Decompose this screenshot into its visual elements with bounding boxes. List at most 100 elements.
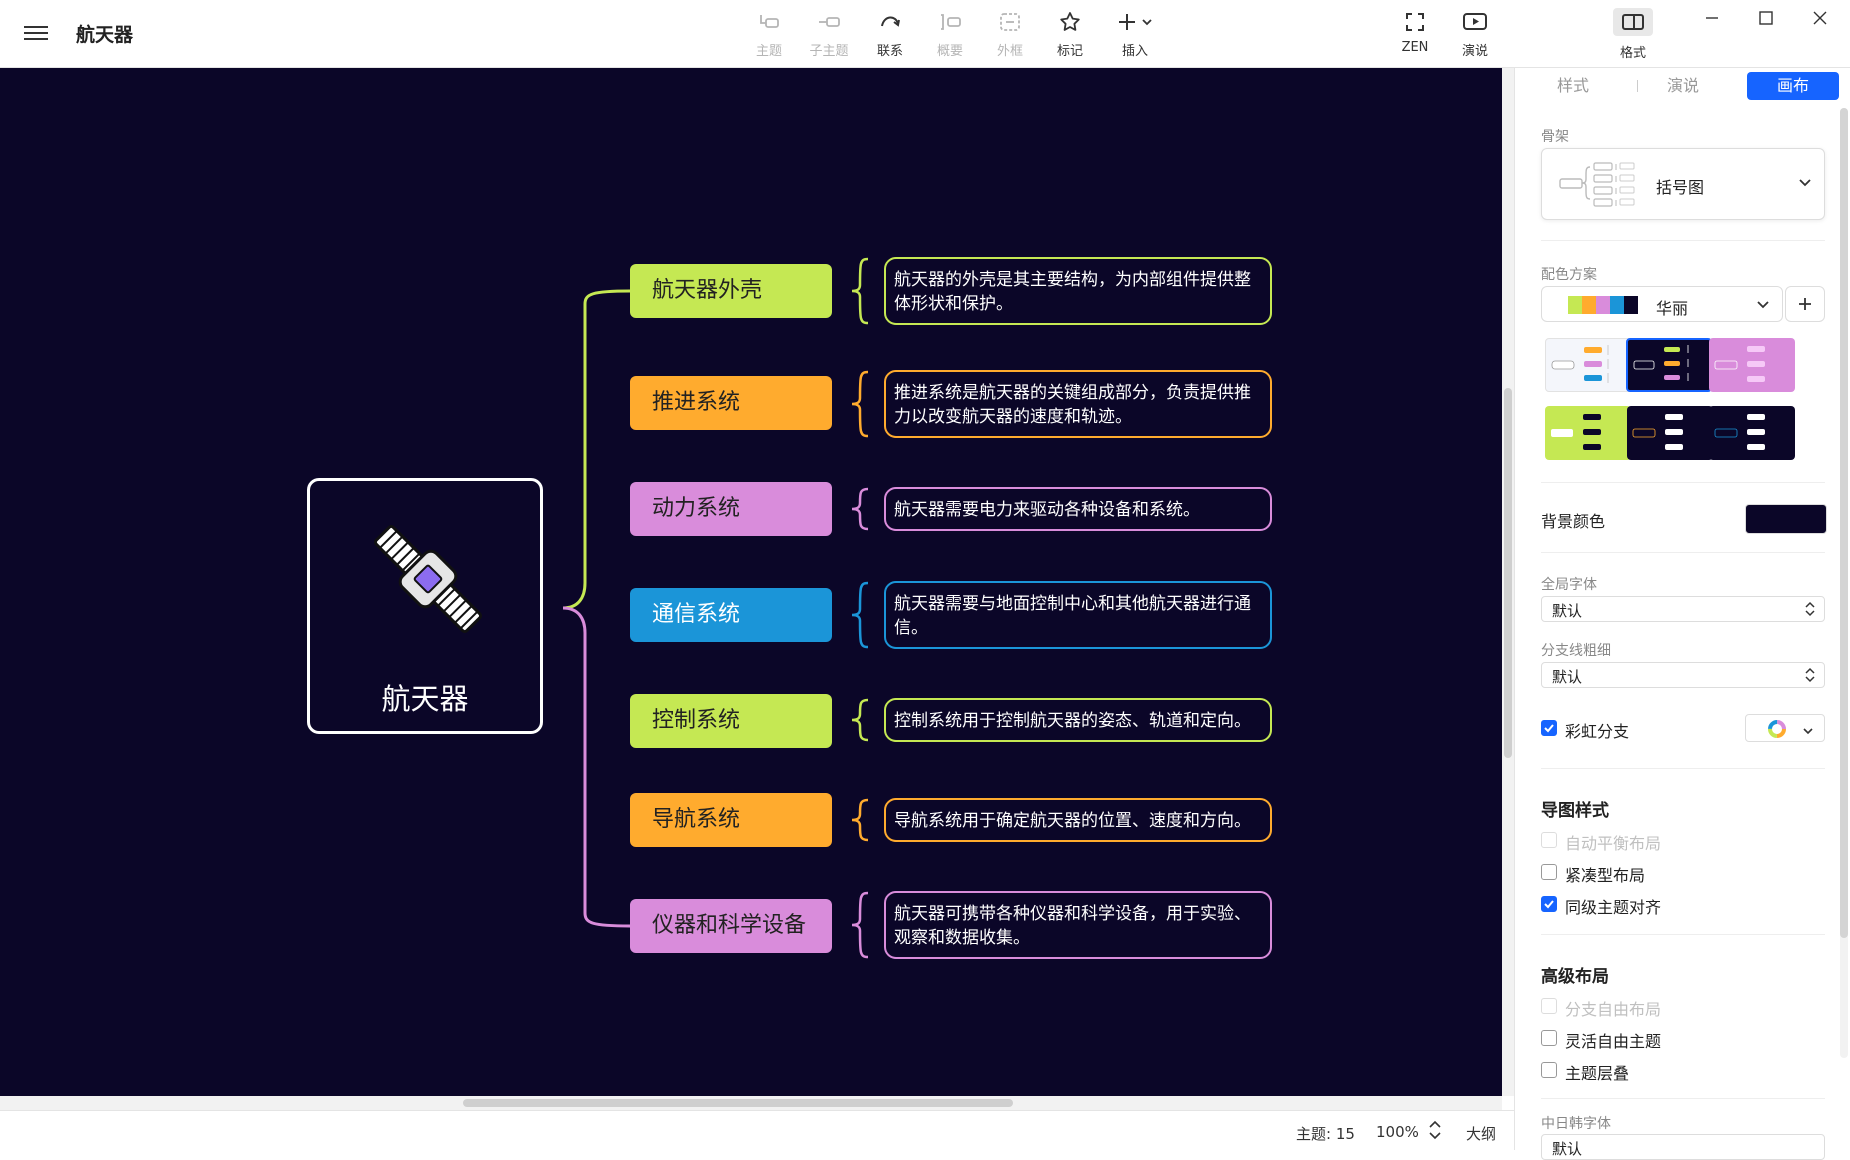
format-panel-button[interactable]: 格式 — [1608, 8, 1658, 61]
bg-color-swatch[interactable] — [1745, 504, 1827, 534]
topic-icon — [760, 15, 779, 28]
zoom-stepper-icon[interactable] — [1428, 1119, 1442, 1145]
close-icon[interactable] — [1808, 6, 1832, 30]
theme-card-dark-selected[interactable] — [1626, 338, 1712, 392]
align-siblings-checkbox[interactable] — [1541, 896, 1557, 912]
branch-topic[interactable]: 仪器和科学设备 — [630, 899, 832, 953]
auto-balance-checkbox[interactable] — [1541, 832, 1557, 848]
central-topic-label: 航天器 — [381, 682, 469, 716]
rainbow-branch-checkbox[interactable] — [1541, 720, 1557, 736]
subtopic-label: 子主题 — [809, 44, 849, 59]
outline-button[interactable]: 大纲 — [1466, 1125, 1497, 1143]
detail-topic[interactable]: 导航系统用于确定航天器的位置、速度和方向。 — [884, 798, 1272, 842]
panel-tabs: 样式 演说 画布 — [1523, 72, 1839, 100]
hamburger-menu-icon[interactable] — [24, 22, 48, 42]
color-swatch — [1582, 296, 1596, 314]
panel-scrollbar[interactable] — [1840, 108, 1848, 1058]
relationship-button[interactable]: 联系 — [860, 10, 920, 59]
detail-topic[interactable]: 航天器可携带各种仪器和科学设备，用于实验、观察和数据收集。 — [884, 891, 1272, 959]
detail-topic[interactable]: 推进系统是航天器的关键组成部分，负责提供推力以改变航天器的速度和轨迹。 — [884, 370, 1272, 438]
topic-button[interactable]: 主题 — [739, 10, 799, 59]
topic-label: 主题 — [755, 44, 782, 59]
boundary-button[interactable]: 外框 — [980, 10, 1040, 59]
tab-present[interactable]: 演说 — [1666, 76, 1699, 95]
relationship-label: 联系 — [876, 44, 903, 59]
central-topic[interactable]: 航天器 — [307, 478, 543, 734]
compact-layout-checkbox[interactable] — [1541, 864, 1557, 880]
theme-card-pink[interactable] — [1709, 338, 1795, 392]
detail-bracket — [851, 581, 869, 649]
format-label: 格式 — [1619, 46, 1646, 61]
panel-toggle-icon — [1622, 14, 1644, 30]
global-font-label: 全局字体 — [1541, 577, 1597, 593]
add-color-scheme-button[interactable] — [1785, 286, 1825, 322]
color-swatch — [1624, 296, 1638, 314]
chevron-down-icon — [1802, 722, 1814, 741]
branch-topic[interactable]: 控制系统 — [630, 694, 832, 748]
chevron-down-icon — [1798, 175, 1812, 194]
skeleton-value: 括号图 — [1656, 178, 1705, 197]
auto-balance-label: 自动平衡布局 — [1565, 834, 1662, 853]
skeleton-dropdown[interactable]: 括号图 — [1541, 148, 1825, 220]
satellite-icon — [374, 525, 482, 633]
branch-topic[interactable]: 推进系统 — [630, 376, 832, 430]
branch-topic[interactable]: 导航系统 — [630, 793, 832, 847]
free-branch-checkbox[interactable] — [1541, 998, 1557, 1014]
detail-topic[interactable]: 航天器需要与地面控制中心和其他航天器进行通信。 — [884, 581, 1272, 649]
topic-overlap-checkbox[interactable] — [1541, 1062, 1557, 1078]
mindmap-canvas[interactable]: 航天器 航天器外壳航天器的外壳是其主要结构，为内部组件提供整体形状和保护。推进系… — [0, 68, 1502, 1096]
insert-label: 插入 — [1121, 44, 1148, 59]
topic-count: 主题: 15 — [1296, 1125, 1355, 1143]
canvas-vertical-scrollbar[interactable] — [1502, 68, 1514, 1096]
minimize-icon[interactable] — [1700, 6, 1724, 30]
cjk-font-select[interactable]: 默认 — [1541, 1134, 1825, 1160]
flexible-free-topic-label: 灵活自由主题 — [1565, 1032, 1662, 1051]
star-icon — [1060, 12, 1080, 31]
detail-bracket — [851, 891, 869, 959]
present-label: 演说 — [1461, 44, 1488, 59]
rainbow-color-select[interactable] — [1745, 714, 1825, 742]
branch-topic[interactable]: 航天器外壳 — [630, 264, 832, 318]
summary-button[interactable]: 概要 — [920, 10, 980, 59]
chevron-down-icon — [1756, 297, 1770, 316]
document-title[interactable]: 航天器 — [76, 24, 134, 46]
canvas-horizontal-scrollbar[interactable] — [0, 1096, 1502, 1110]
insert-button[interactable]: 插入 — [1105, 10, 1165, 59]
select-arrows-icon — [1804, 599, 1816, 623]
top-toolbar: 航天器 主题 子主题 联系 概要 外框 标记 插入 ZEN 演说 格式 — [0, 0, 1850, 68]
subtopic-button[interactable]: 子主题 — [799, 10, 859, 59]
color-scheme-dropdown[interactable]: 华丽 — [1541, 286, 1783, 322]
tab-style[interactable]: 样式 — [1556, 76, 1589, 95]
zen-button[interactable]: ZEN — [1385, 10, 1445, 55]
detail-topic[interactable]: 控制系统用于控制航天器的姿态、轨道和定向。 — [884, 698, 1272, 742]
detail-bracket — [851, 370, 869, 438]
cjk-font-value: 默认 — [1552, 1140, 1583, 1158]
flexible-free-topic-checkbox[interactable] — [1541, 1030, 1557, 1046]
color-scheme-value: 华丽 — [1656, 299, 1689, 318]
color-swatch — [1554, 296, 1568, 314]
theme-card-dark-orange[interactable] — [1627, 406, 1713, 460]
summary-icon — [941, 14, 961, 30]
color-wheel-icon — [1768, 720, 1786, 742]
branch-topic[interactable]: 动力系统 — [630, 482, 832, 536]
global-font-select[interactable]: 默认 — [1541, 596, 1825, 622]
detail-topic[interactable]: 航天器需要电力来驱动各种设备和系统。 — [884, 487, 1272, 531]
tab-canvas[interactable]: 画布 — [1747, 72, 1839, 100]
marker-label: 标记 — [1056, 44, 1083, 59]
boundary-icon — [1000, 13, 1020, 31]
detail-topic[interactable]: 航天器的外壳是其主要结构，为内部组件提供整体形状和保护。 — [884, 257, 1272, 325]
theme-card-lime[interactable] — [1545, 406, 1631, 460]
branch-connectors — [562, 257, 869, 959]
maximize-icon[interactable] — [1754, 6, 1778, 30]
zoom-level[interactable]: 100% — [1376, 1123, 1419, 1141]
detail-bracket — [851, 257, 869, 325]
color-swatch — [1596, 296, 1610, 314]
line-width-select[interactable]: 默认 — [1541, 662, 1825, 688]
theme-card-light[interactable] — [1545, 338, 1631, 392]
branch-topic[interactable]: 通信系统 — [630, 588, 832, 642]
marker-button[interactable]: 标记 — [1040, 10, 1100, 59]
theme-card-dark-blue[interactable] — [1709, 406, 1795, 460]
plus-icon — [1799, 298, 1811, 310]
present-button[interactable]: 演说 — [1445, 10, 1505, 59]
bracket-map-thumbnail-icon — [1559, 162, 1635, 207]
